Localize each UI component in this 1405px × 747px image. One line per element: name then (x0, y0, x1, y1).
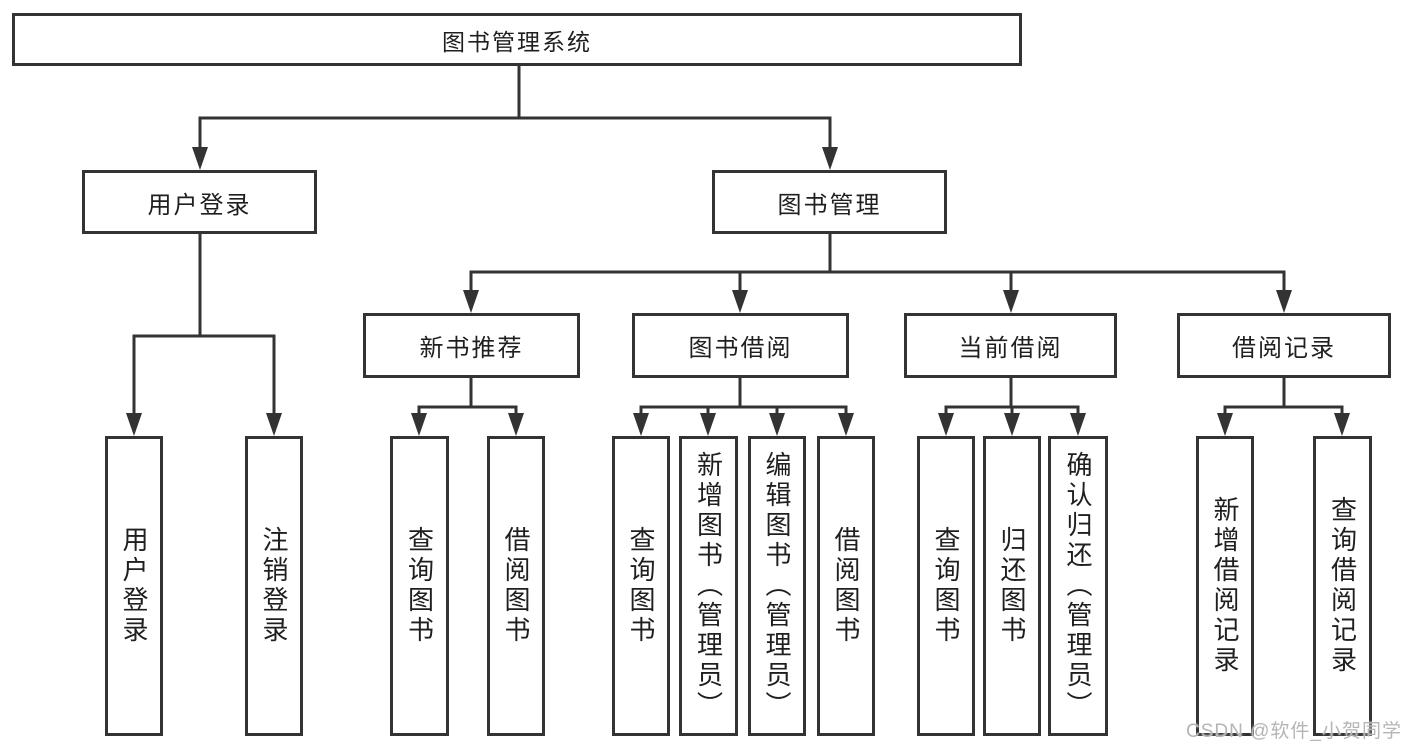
node-new-book-recommend: 新书推荐 (363, 313, 580, 378)
leaf-query-books-current: 查询图书 (917, 436, 975, 736)
leaf-query-borrow-record: 查询借阅记录 (1313, 436, 1372, 736)
leaf-add-books-admin: 新增图书（管理员） (679, 436, 738, 736)
node-label: 新增借阅记录 (1210, 496, 1240, 676)
node-label: 归还图书 (997, 526, 1027, 646)
leaf-user-login: 用户登录 (105, 436, 163, 736)
node-user-login: 用户登录 (82, 170, 317, 234)
node-label: 新书推荐 (419, 335, 524, 362)
leaf-borrow-books-recommend: 借阅图书 (487, 436, 545, 736)
node-label: 图书借阅 (688, 335, 793, 362)
leaf-query-books-borrowing: 查询图书 (612, 436, 670, 736)
watermark: CSDN @软件_小贺同学 (1186, 721, 1402, 742)
node-book-borrowing: 图书借阅 (632, 313, 849, 378)
node-label: 新增图书（管理员） (693, 451, 724, 721)
node-label: 图书管理系统 (442, 28, 592, 55)
leaf-add-borrow-record: 新增借阅记录 (1196, 436, 1254, 736)
leaf-edit-books-admin: 编辑图书（管理员） (748, 436, 806, 736)
node-book-management: 图书管理 (712, 170, 947, 234)
leaf-borrow-books-borrowing: 借阅图书 (817, 436, 875, 736)
node-label: 编辑图书（管理员） (762, 451, 792, 721)
node-label: 查询图书 (626, 526, 656, 646)
leaf-return-books: 归还图书 (983, 436, 1041, 736)
node-label: 用户登录 (147, 191, 252, 219)
node-label: 当前借阅 (958, 335, 1063, 362)
node-label: 借阅图书 (501, 526, 531, 646)
leaf-query-books-recommend: 查询图书 (390, 436, 449, 736)
node-label: 图书管理 (777, 191, 882, 219)
node-current-borrowing: 当前借阅 (904, 313, 1117, 378)
node-label: 用户登录 (119, 526, 149, 646)
node-library-system: 图书管理系统 (12, 13, 1022, 66)
node-label: 借阅记录 (1232, 335, 1336, 362)
node-label: 借阅图书 (831, 526, 861, 646)
node-borrowing-records: 借阅记录 (1177, 313, 1391, 378)
node-label: 查询图书 (931, 526, 961, 646)
node-label: 确认归还（管理员） (1063, 451, 1093, 721)
node-label: 查询图书 (404, 526, 435, 646)
leaf-logout-login: 注销登录 (245, 436, 303, 736)
node-label: 查询借阅记录 (1327, 496, 1358, 676)
leaf-confirm-return-admin: 确认归还（管理员） (1048, 436, 1108, 736)
node-label: 注销登录 (259, 526, 289, 646)
